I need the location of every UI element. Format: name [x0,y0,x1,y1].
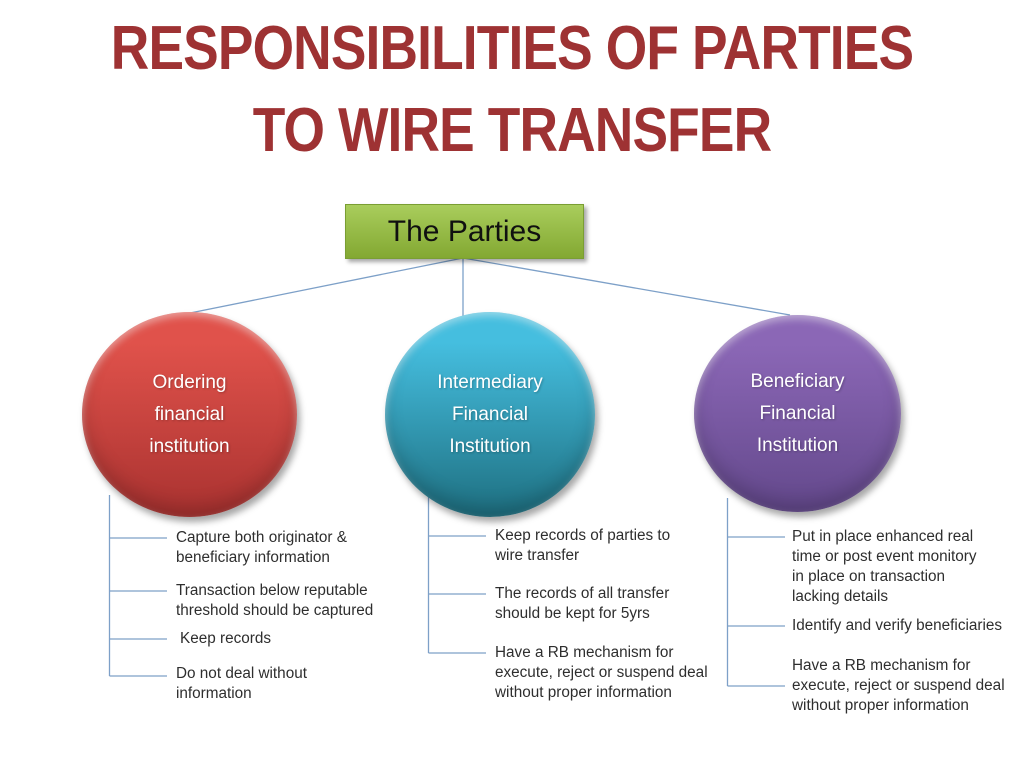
party-circle-beneficiary: Beneficiary Financial Institution [694,315,901,512]
party-label-line: financial [154,403,225,425]
responsibility-line: beneficiary information [176,549,330,566]
responsibility-line: Have a RB mechanism for [792,657,971,674]
responsibility-item: Keep records [180,629,380,649]
responsibility-line: Keep records of parties to [495,527,671,544]
connector-root-to-ordering [189,257,464,314]
responsibility-item: Put in place enhanced real time or post … [792,527,1006,607]
slide-title-line2: TO WIRE TRANSFER [252,96,772,165]
party-label-line: Institution [756,434,839,456]
responsibility-item: Keep records of parties to wire transfer [495,526,701,566]
responsibility-line: Transaction below reputable [176,582,368,599]
responsibility-line: threshold should be captured [176,602,374,619]
responsibility-line: in place on transaction [792,568,946,585]
responsibility-item: Identify and verify beneficiaries [792,616,1024,636]
responsibility-item: Do not deal without information [176,664,376,704]
party-label-line: Financial [451,403,529,425]
responsibility-line: without proper information [495,684,672,701]
party-label-line: Financial [759,402,836,424]
connector-root-to-beneficiary [462,257,791,316]
party-circle-ordering: Ordering financial institution [82,312,297,517]
responsibility-line: Have a RB mechanism for [495,644,674,661]
responsibility-line: lacking details [792,588,889,605]
responsibility-line: without proper information [792,697,969,714]
party-label-line: Intermediary [437,371,543,393]
responsibility-item: Transaction below reputable threshold sh… [176,581,392,621]
party-circle-intermediary: Intermediary Financial Institution [385,312,595,517]
responsibility-line: execute, reject or suspend deal [495,664,708,681]
responsibility-line: Identify and verify beneficiaries [792,617,1003,634]
responsibility-item: Have a RB mechanism for execute, reject … [495,643,729,703]
responsibility-line: information [176,685,252,702]
responsibility-item: Have a RB mechanism for execute, reject … [792,656,1024,716]
responsibility-item: The records of all transfer should be ke… [495,584,707,624]
the-parties-box: The Parties [345,204,584,259]
responsibility-line: Do not deal without [176,665,307,682]
party-label-line: Beneficiary [750,370,845,392]
responsibility-line: Put in place enhanced real [792,528,974,545]
responsibility-line: The records of all transfer [495,585,670,602]
responsibility-line: Keep records [180,630,271,647]
slide-title-line1: RESPONSIBILITIES OF PARTIES [110,14,914,83]
responsibility-line: wire transfer [495,547,580,564]
responsibility-line: should be kept for 5yrs [495,605,650,622]
party-label-line: Ordering [152,371,227,393]
responsibility-line: Capture both originator & [176,529,347,546]
slide-title: RESPONSIBILITIES OF PARTIES TO WIRE TRAN… [0,8,1024,172]
responsibility-item: Capture both originator & beneficiary in… [176,528,380,568]
responsibility-line: execute, reject or suspend deal [792,677,1005,694]
responsibility-line: time or post event monitory [792,548,977,565]
the-parties-label: The Parties [387,214,542,248]
party-label-line: institution [149,435,230,457]
party-label-line: Institution [449,435,531,457]
